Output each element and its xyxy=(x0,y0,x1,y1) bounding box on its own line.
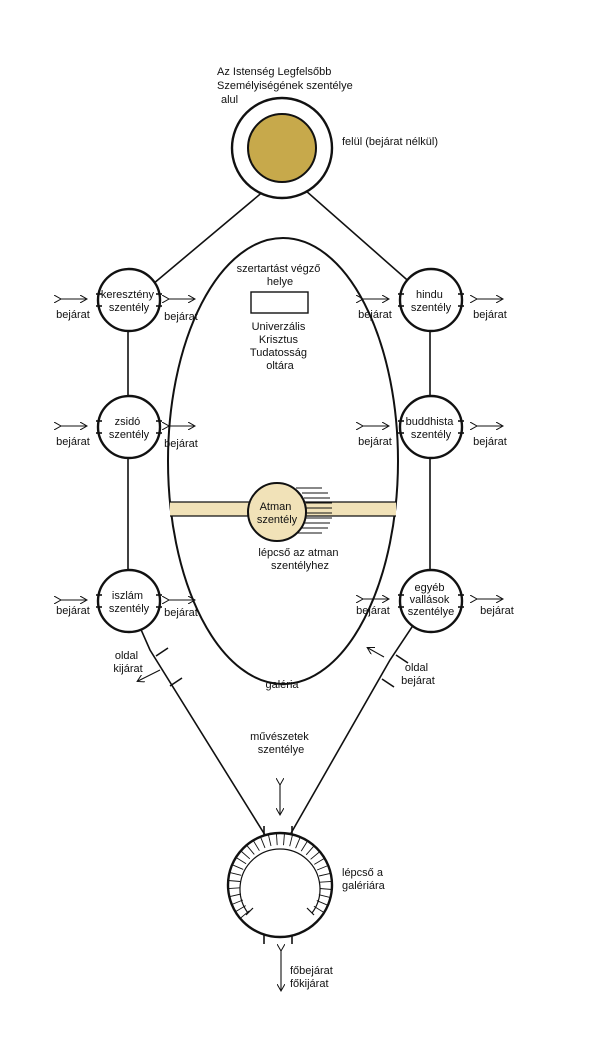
stair-step xyxy=(267,834,272,847)
entrance-labels: bejárat bejárat bejárat bejárat bejárat … xyxy=(56,309,514,619)
stair-step xyxy=(229,893,242,898)
stair-step xyxy=(318,872,331,877)
main-entrance-label: főbejárat főkijárat xyxy=(290,965,336,990)
officiant-label: szertartást végző helye xyxy=(237,263,324,288)
shrine-hindu-label: hindu szentély xyxy=(411,289,452,314)
shrine-iszlam-label: iszlám szentély xyxy=(109,590,150,615)
shrine-buddhista-label: buddhista szentély xyxy=(406,416,457,441)
nave-oval xyxy=(167,237,399,685)
shrine-atman-label: Atman szentély xyxy=(257,501,298,526)
svg-text:bejárat: bejárat xyxy=(56,309,90,321)
stair-step xyxy=(318,894,331,899)
stair-step xyxy=(289,834,294,847)
svg-text:bejárat: bejárat xyxy=(356,605,390,617)
stair-step xyxy=(314,857,325,865)
stair-step xyxy=(231,864,244,870)
shrine-hindu xyxy=(398,267,464,333)
shrine-iszlam xyxy=(96,568,162,634)
svg-text:bejárat: bejárat xyxy=(164,607,198,619)
shrine-zsido-label: zsidó szentély xyxy=(109,416,150,441)
top-right-note: felül (bejárat nélkül) xyxy=(342,136,438,148)
supreme-shrine-core xyxy=(247,113,317,183)
stair-step xyxy=(319,888,332,890)
side-exit-label: oldal kijárat xyxy=(113,650,142,675)
gallery-stair-label: lépcső a galériára xyxy=(342,867,386,892)
stair-step xyxy=(240,850,251,860)
stair-inner-arc xyxy=(239,848,321,914)
svg-text:bejárat: bejárat xyxy=(473,436,507,448)
svg-text:bejárat: bejárat xyxy=(480,605,514,617)
svg-text:bejárat: bejárat xyxy=(56,436,90,448)
stair-step xyxy=(246,844,255,855)
stair-step xyxy=(228,880,241,882)
stair-step xyxy=(275,833,278,846)
stair-step xyxy=(316,865,329,871)
atman-stair-label: lépcső az atman szentélyhez xyxy=(258,547,341,572)
stair-step xyxy=(252,840,260,851)
entrance-arrows xyxy=(60,299,502,990)
side-entrance-label: oldal bejárat xyxy=(401,662,435,687)
stair-step xyxy=(305,845,315,856)
atman-stair-hatch xyxy=(296,487,332,534)
altar-label: Univerzális Krisztus Tudatosság oltára xyxy=(250,321,310,372)
stair-step xyxy=(300,840,308,852)
stair-step xyxy=(260,836,266,849)
svg-text:bejárat: bejárat xyxy=(473,309,507,321)
shrine-keresztyeny-label: keresztény szentély xyxy=(101,289,157,314)
supreme-note: Az Istenség Legfelsőbb Személyiségének s… xyxy=(217,66,356,106)
stair-step xyxy=(235,857,247,865)
stair-step xyxy=(319,880,332,883)
svg-text:bejárat: bejárat xyxy=(164,438,198,450)
shrine-buddhista xyxy=(398,394,464,460)
atman-shrine xyxy=(247,482,307,542)
arts-shrine-label: művészetek szentélye xyxy=(250,731,312,756)
shrine-keresztyeny xyxy=(96,267,162,333)
stair-step xyxy=(310,851,321,860)
stair-step xyxy=(295,836,301,849)
stair-step xyxy=(229,871,242,876)
altar-box xyxy=(250,291,309,314)
shrine-egyeb xyxy=(398,568,464,634)
stair-step xyxy=(283,833,285,846)
svg-text:bejárat: bejárat xyxy=(358,436,392,448)
svg-text:bejárat: bejárat xyxy=(56,605,90,617)
shrine-egyeb-label: egyéb vallások szentélye xyxy=(408,582,454,618)
gallery-label: galéria xyxy=(265,679,299,691)
stair-step xyxy=(228,887,241,890)
svg-text:bejárat: bejárat xyxy=(164,311,198,323)
svg-text:bejárat: bejárat xyxy=(358,309,392,321)
shrine-zsido xyxy=(96,394,162,460)
